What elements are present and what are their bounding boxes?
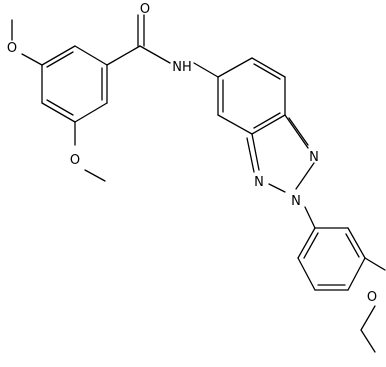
bond [74, 45, 108, 66]
bond [360, 329, 376, 353]
atom-labels: O NH O O N N N O [7, 2, 377, 305]
bond [295, 162, 315, 190]
triazole-n2-label: N [291, 194, 301, 209]
triazole-n1-label: N [309, 150, 319, 165]
bond [268, 183, 286, 193]
bond [288, 117, 309, 146]
bond [284, 114, 309, 149]
bond [347, 227, 366, 259]
bond [345, 233, 360, 258]
carbonyl-oxygen-label: O [140, 2, 150, 17]
bond [251, 57, 286, 78]
bond [304, 206, 316, 229]
bond [364, 257, 386, 271]
methoxy-oxygen-bottom-label: O [70, 153, 80, 168]
bond [217, 114, 253, 135]
bond [253, 63, 281, 80]
bond [46, 51, 74, 68]
bond [106, 45, 141, 66]
bond [74, 102, 108, 123]
bond [251, 133, 260, 171]
ethoxy-oxygen-label: O [367, 290, 377, 305]
bond [303, 232, 319, 259]
bond [84, 169, 106, 182]
bond [347, 257, 366, 291]
bond [41, 102, 76, 123]
bond [246, 137, 255, 173]
bond [253, 112, 281, 129]
bond [217, 57, 253, 78]
bond [46, 99, 74, 116]
bond [21, 53, 43, 66]
amide-nh-label: NH [172, 60, 192, 75]
bond [139, 45, 171, 64]
bond [193, 62, 219, 78]
methoxy-oxygen-top-label: O [7, 41, 17, 56]
bond [251, 114, 286, 135]
bond [297, 257, 316, 291]
bond [360, 305, 376, 331]
bond [297, 227, 316, 259]
bonds [11, 14, 386, 353]
triazole-n3-label: N [254, 175, 264, 190]
bond [41, 45, 76, 66]
